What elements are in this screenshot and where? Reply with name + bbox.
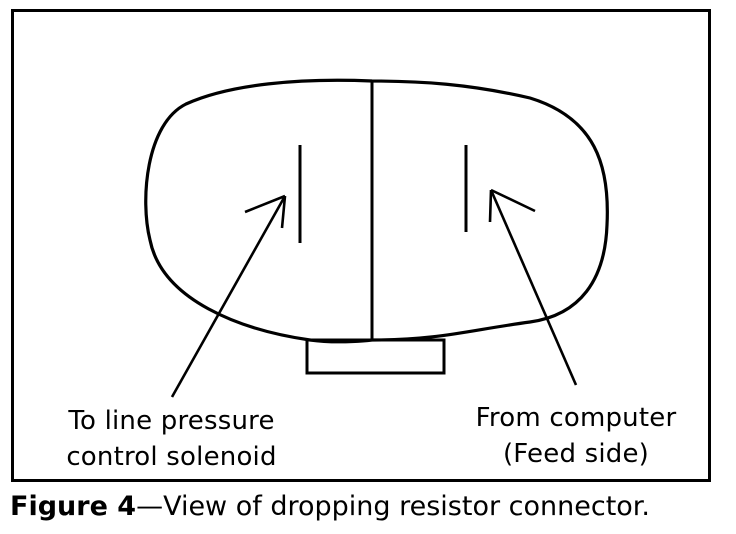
caption-dash: — xyxy=(136,491,164,522)
right-label-line2: (Feed side) xyxy=(502,439,650,469)
connector-tab xyxy=(305,338,446,375)
right-terminal-label: From computer (Feed side) xyxy=(456,400,696,472)
figure-frame xyxy=(11,9,711,482)
caption-figure-number: Figure 4 xyxy=(10,491,137,522)
left-label-line2: control solenoid xyxy=(66,442,277,472)
left-label-line1: To line pressure xyxy=(68,406,275,436)
left-terminal-label: To line pressure control solenoid xyxy=(34,403,309,475)
caption-text: View of dropping resistor connector. xyxy=(163,491,650,522)
right-pointer-arrow xyxy=(488,188,578,386)
connector-body-outline xyxy=(144,78,609,344)
figure-caption: Figure 4—View of dropping resistor conne… xyxy=(10,489,650,525)
left-pointer-arrow xyxy=(170,194,287,398)
right-label-line1: From computer xyxy=(475,403,677,433)
